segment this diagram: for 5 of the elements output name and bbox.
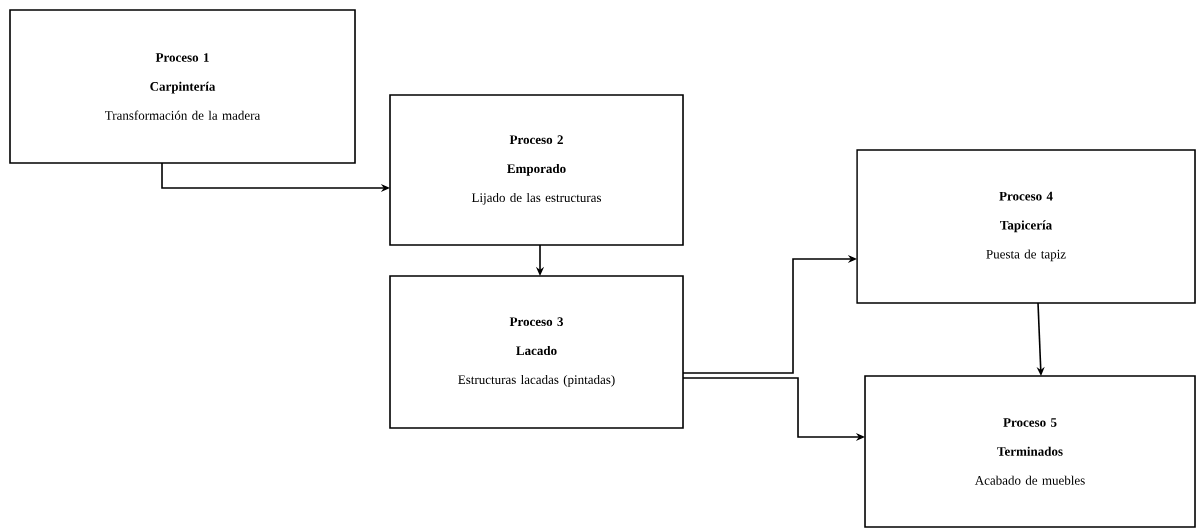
process-box: Proceso 3 Lacado Estructuras lacadas (pintadas)	[389, 275, 684, 429]
process-box: Proceso 4 Tapicería Puesta de tapiz	[856, 149, 1196, 304]
process-box: Proceso 2 Emporado Lijado de las estructuras	[389, 94, 684, 246]
process-box: Proceso 1 Carpintería Transformación de la madera	[9, 9, 356, 164]
process-box: Proceso 5 Terminados Acabado de muebles	[864, 375, 1196, 528]
